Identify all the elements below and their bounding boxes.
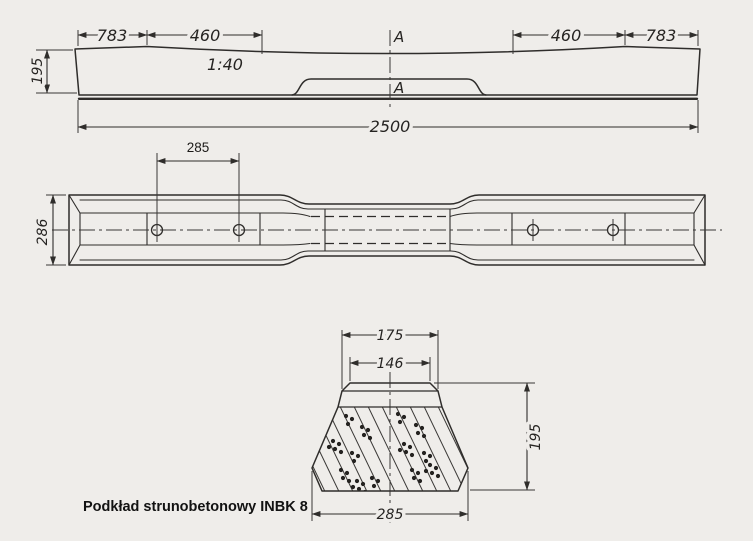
section-height-dimension: 195 [434, 382, 548, 491]
plan-hole-spacing-dimension: 285 [156, 137, 240, 242]
side-outline [74, 45, 701, 96]
section-outline [311, 382, 469, 492]
dim-hole-spacing: 285 [187, 140, 210, 155]
dim-section-height: 195 [528, 424, 544, 451]
drawing-caption: Podkład strunobetonowy INBK 8 [83, 499, 308, 515]
prestressing-strand-dots [326, 411, 441, 491]
slope-label: 1:40 [207, 55, 243, 74]
plan-surface-edges [79, 212, 695, 246]
side-top-dimensions: 783 460 460 783 [77, 23, 699, 54]
section-mark-a-bottom: A [393, 79, 404, 97]
side-height-dimension: 195 [27, 49, 77, 94]
section-hatching [312, 407, 468, 491]
dim-width: 286 [35, 219, 51, 246]
section-top-dimension: 146 [349, 353, 431, 381]
dim-top-width: 146 [377, 356, 404, 372]
dim-base-width: 285 [377, 507, 404, 523]
dim-783-left: 783 [97, 26, 128, 45]
side-elevation-view: A A 783 460 460 783 1:40 195 [27, 23, 701, 140]
dim-460-left: 460 [190, 26, 221, 45]
side-middle-hump [291, 78, 487, 96]
section-shoulder-dimension: 175 [341, 325, 439, 389]
plan-end-bevels [68, 194, 706, 266]
dim-460-right: 460 [551, 26, 582, 45]
cross-section-view: 175 146 195 285 [311, 325, 548, 527]
section-mark-a-top: A [393, 28, 404, 46]
dim-end-height: 195 [30, 58, 46, 85]
dim-783-right: 783 [646, 26, 677, 45]
side-length-dimension: 2500 [77, 100, 699, 140]
section-base-dimension: 285 [311, 471, 469, 527]
plan-inner-top-line [79, 199, 695, 210]
dim-total-length: 2500 [370, 117, 411, 136]
plan-width-dimension: 286 [32, 194, 66, 266]
plan-view: 285 286 [32, 137, 722, 266]
plan-inner-bottom-line [79, 250, 695, 261]
dim-shoulder-width: 175 [377, 328, 404, 344]
